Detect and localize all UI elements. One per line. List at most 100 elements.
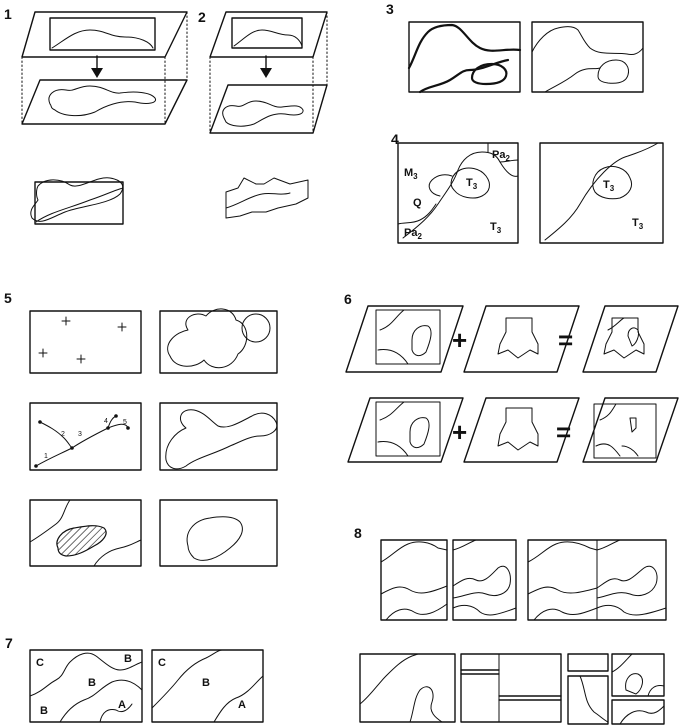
label-t3-outer: T3 [490,221,502,235]
panel-2-number: 2 [198,9,206,25]
panel-1-overlay-clip [22,12,187,224]
panel-6-row-2: + = [348,398,678,462]
panel-6-row2-equals: = [556,417,571,447]
panel-3-right-boundary-2 [545,68,600,92]
panel-1-bottom-plane [22,80,187,124]
label-b-right: B [202,677,210,689]
panel-5-line-branch-1 [40,422,72,448]
label-b-bottom-left: B [40,705,48,717]
vertex-label-3: 3 [78,431,82,438]
panel-6-row1-equals: = [558,325,573,355]
panel-2-polygon-shape [223,101,303,126]
panel-5-point-markers [39,317,126,363]
panel-1-number: 1 [4,6,12,22]
exploded-tile-2 [568,676,608,724]
vertex-label-1: 1 [44,453,48,460]
panel-4-right-inner-t3 [593,166,632,198]
panel-5-area-map [30,500,141,566]
panel-7-left-boundary-3 [100,704,132,722]
panel-6-row1-map-plane [346,306,463,372]
panel-3-right-boundary [532,27,643,55]
panel-2-overlay-clip [210,12,327,218]
panel-8-mosaic [528,540,666,620]
exploded-tile-3 [612,654,664,696]
panel-8-tile-b [453,540,516,620]
panel-8-bottom-map-line-2 [410,687,442,722]
panel-3-right-map [532,22,643,92]
panel-6-row1-plus: + [452,325,467,355]
label-t3-outer-right: T3 [632,217,644,231]
panel-8-bottom-map-line-1 [360,654,418,704]
panel-6-row1-result-lines [608,318,639,346]
label-c-left: C [36,657,44,669]
panel-6-row1-result-plane [583,306,678,372]
panel-2-arrowhead [260,68,272,78]
panel-6-row2-result-lines [596,404,638,456]
panel-1-result-frame [35,182,123,224]
panel-5-single-buffer [242,314,270,342]
panel-7-number: 7 [5,635,13,651]
exploded-tile-1 [568,654,608,671]
panel-2-result-shape [226,178,308,218]
panel-8-tile-grid [461,654,561,722]
panel-8-tile-a-lines [381,542,447,620]
label-m3: M3 [404,167,418,181]
panel-5-points-map [30,311,141,373]
vertex-label-2: 2 [61,431,65,438]
label-pa2-bottom: Pa2 [404,227,422,241]
panel-1-clip-window [50,18,155,50]
panel-6-row1-mask-shape [498,318,538,358]
panel-7-left-boundary-2 [60,680,142,722]
panel-5-line-buffer-map [160,403,277,470]
panel-5-area-buffer [187,517,242,561]
panel-3-left-map [409,22,520,92]
panel-4-left-geo-map: M3 Q Pa2 Pa2 T3 T3 [398,143,518,243]
panel-8-tile-a [381,540,447,620]
panel-8-exploded-tiles [568,654,664,724]
panel-1-arrowhead [91,68,103,78]
label-t3-inner-right: T3 [603,179,615,193]
panel-5-area-boundary-2 [94,540,141,566]
panel-8-bottom-map [360,654,455,722]
panel-1-top-line [52,30,153,48]
label-q: Q [413,197,422,209]
panel-1-result-line [36,188,123,222]
panel-5-number: 5 [4,290,12,306]
panel-2-clip-window [232,18,302,48]
panel-4-left-q-contact [429,175,452,196]
panel-7-left-map: C B B B A [30,650,142,722]
panel-8-tile-b-lines [453,540,516,615]
panel-5-line-map: 1 2 3 4 5 [30,403,141,470]
label-c-right: C [158,657,166,669]
panel-1-result-shape [31,178,123,222]
panel-6-row2-map-lines [378,402,429,456]
label-b-middle-left: B [88,677,96,689]
label-a-right: A [238,699,246,711]
panel-6-row-1: + = [346,306,678,372]
panel-6-number: 6 [344,291,352,307]
panel-6-row2-result-plane [583,398,678,462]
panel-6-row2-mask-shape [498,408,538,450]
panel-3-right-island [598,60,629,83]
panel-3-number: 3 [386,1,394,17]
panel-5-point-buffers [168,309,247,368]
panel-2-top-plane [210,12,327,57]
panel-6-row2-plus: + [452,417,467,447]
panel-2-top-line [234,30,302,46]
panel-5-line-trunk [36,424,128,466]
label-b-top-right: B [124,653,132,665]
panel-6-row2-map-frame [376,402,440,456]
panel-5-line-buffer [166,410,277,469]
panel-4-right-geo-map: T3 T3 [540,143,663,243]
panel-5-hatched-area [57,526,106,556]
label-a-left: A [118,699,126,711]
panel-5-point-buffer-map [160,309,277,373]
label-pa2-top: Pa2 [492,149,510,163]
panel-7-right-map: C B A [152,650,263,722]
panel-1-polygon-shape [49,86,156,116]
panel-3-left-island [472,64,506,84]
vertex-label-4: 4 [104,418,108,425]
panel-6-row1-map-lines [378,310,431,364]
panel-2-bottom-plane [210,85,327,133]
